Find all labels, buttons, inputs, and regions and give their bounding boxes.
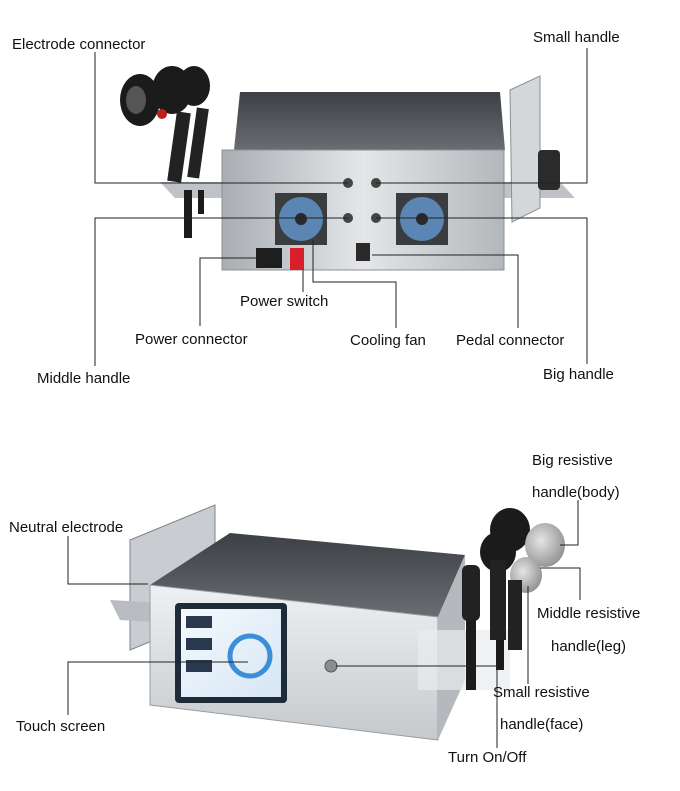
- screen-button-3: [186, 660, 212, 672]
- label-middle-resistive-line2: handle(leg): [551, 638, 627, 655]
- label-power-connector: Power connector: [135, 331, 248, 348]
- label-middle-resistive-line1: Middle resistive: [537, 605, 641, 622]
- label-power-switch: Power switch: [240, 293, 329, 310]
- top-handles: [120, 66, 210, 238]
- pedal-connector-icon: [356, 243, 370, 261]
- power-switch-icon: [290, 248, 304, 270]
- leader-lines: [67, 48, 588, 748]
- label-big-handle: Big handle: [543, 366, 614, 383]
- label-small-handle: Small handle: [533, 29, 620, 46]
- leader-big-handle: [376, 217, 588, 364]
- leader-middle-resistive: [540, 567, 581, 600]
- top-device: [120, 66, 575, 271]
- cooling-fan-right-icon: [396, 193, 448, 245]
- on-off-knob-icon: [324, 659, 338, 673]
- label-small-resistive-line1: Small resistive: [493, 684, 590, 701]
- top-neutral-plate: [509, 75, 541, 223]
- leader-small-handle: [376, 48, 588, 184]
- screen-dial-icon: [227, 633, 273, 679]
- top-lid: [234, 92, 505, 150]
- top-small-handle: [538, 150, 560, 190]
- bottom-lid: [150, 533, 465, 617]
- label-big-resistive-line2: handle(body): [532, 484, 620, 501]
- label-small-resistive-line2: handle(face): [500, 716, 584, 733]
- leader-power-connector: [199, 257, 262, 326]
- power-connector-icon: [256, 248, 282, 268]
- label-pedal-connector: Pedal connector: [456, 332, 565, 349]
- label-cooling-fan: Cooling fan: [350, 332, 426, 349]
- leader-cooling-fan: [312, 240, 397, 328]
- screen-button-2: [186, 638, 212, 650]
- bottom-handles: [462, 508, 565, 690]
- screen-button-1: [186, 616, 212, 628]
- leader-turn-on-off: [336, 665, 498, 748]
- label-neutral-electrode: Neutral electrode: [9, 519, 124, 536]
- leader-neutral-electrode: [67, 536, 148, 585]
- label-electrode-connector: Electrode connector: [12, 36, 146, 53]
- label-middle-handle: Middle handle: [37, 370, 131, 387]
- leader-electrode-connector: [94, 52, 348, 184]
- label-big-resistive-line1: Big resistive: [532, 452, 613, 469]
- bottom-device: [110, 504, 565, 741]
- label-touch-screen: Touch screen: [16, 718, 106, 735]
- label-turn-on-off: Turn On/Off: [448, 749, 527, 766]
- leader-touch-screen: [67, 661, 248, 715]
- cooling-fan-left-icon: [275, 193, 327, 245]
- leader-pedal-connector: [372, 254, 519, 328]
- leader-middle-handle: [94, 217, 348, 366]
- leader-big-resistive: [560, 500, 579, 546]
